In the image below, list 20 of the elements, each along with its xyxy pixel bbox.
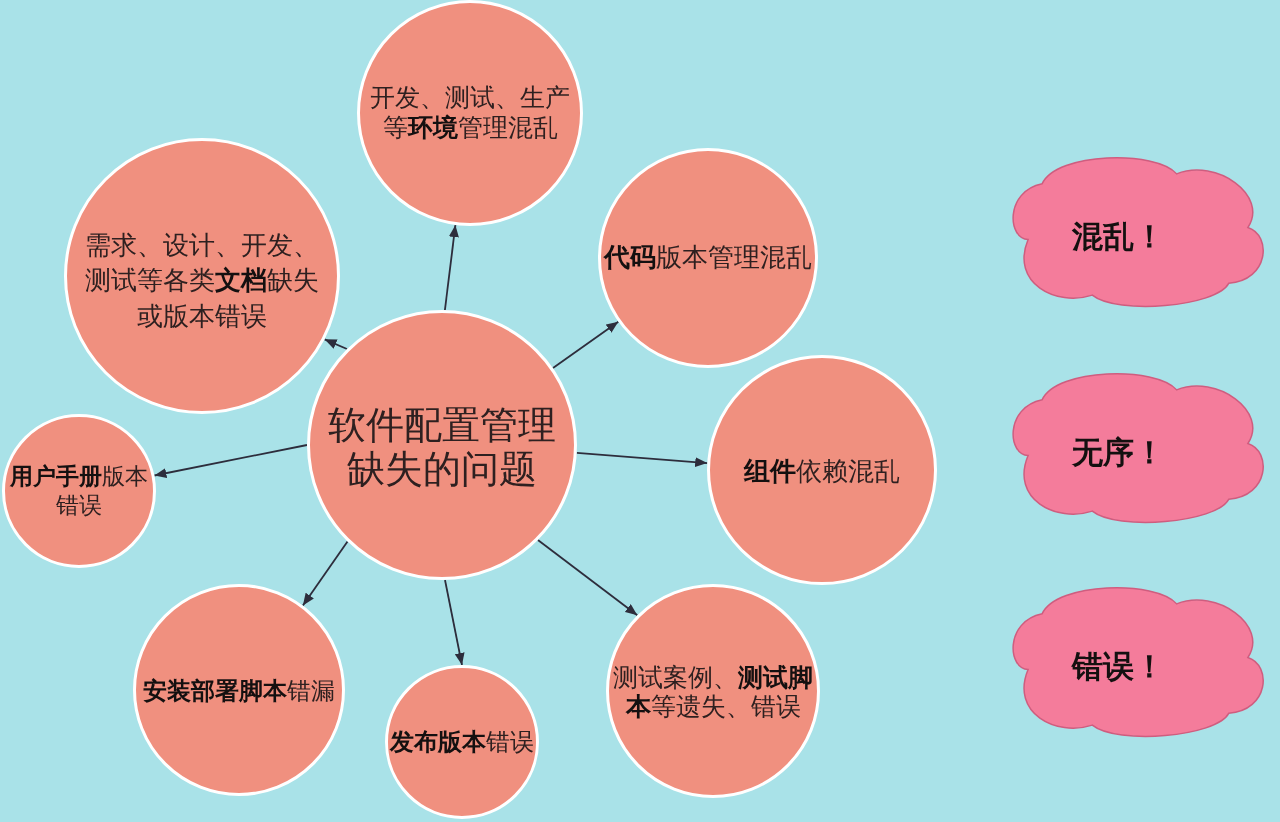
- arrow: [444, 224, 459, 311]
- problem-text: 组件依赖混乱: [742, 456, 901, 488]
- problem-text: 测试案例、测试脚本等遗失、错误: [612, 662, 814, 722]
- problem-text: 安装部署脚本错漏: [142, 676, 336, 706]
- arrow: [323, 338, 348, 350]
- cloud-text: 错误！: [1072, 648, 1165, 686]
- problem-text: 用户手册版本错误: [9, 462, 149, 520]
- problem-text: 代码版本管理混乱: [602, 242, 813, 274]
- arrow: [302, 540, 349, 607]
- arrow: [552, 320, 620, 369]
- arrow: [153, 444, 308, 479]
- arrow: [444, 579, 465, 666]
- cloud-text: 混乱！: [1072, 218, 1165, 256]
- problem-text: 需求、设计、开发、测试等各类文档缺失或版本错误: [84, 229, 320, 333]
- arrow: [575, 451, 709, 468]
- topic-text: 软件配置管理缺失的问题: [327, 404, 557, 492]
- arrow: [537, 539, 639, 617]
- problem-text: 开发、测试、生产等环境管理混乱: [369, 83, 571, 143]
- problem-text: 发布版本错误: [389, 727, 535, 757]
- cloud-text: 无序！: [1072, 434, 1165, 472]
